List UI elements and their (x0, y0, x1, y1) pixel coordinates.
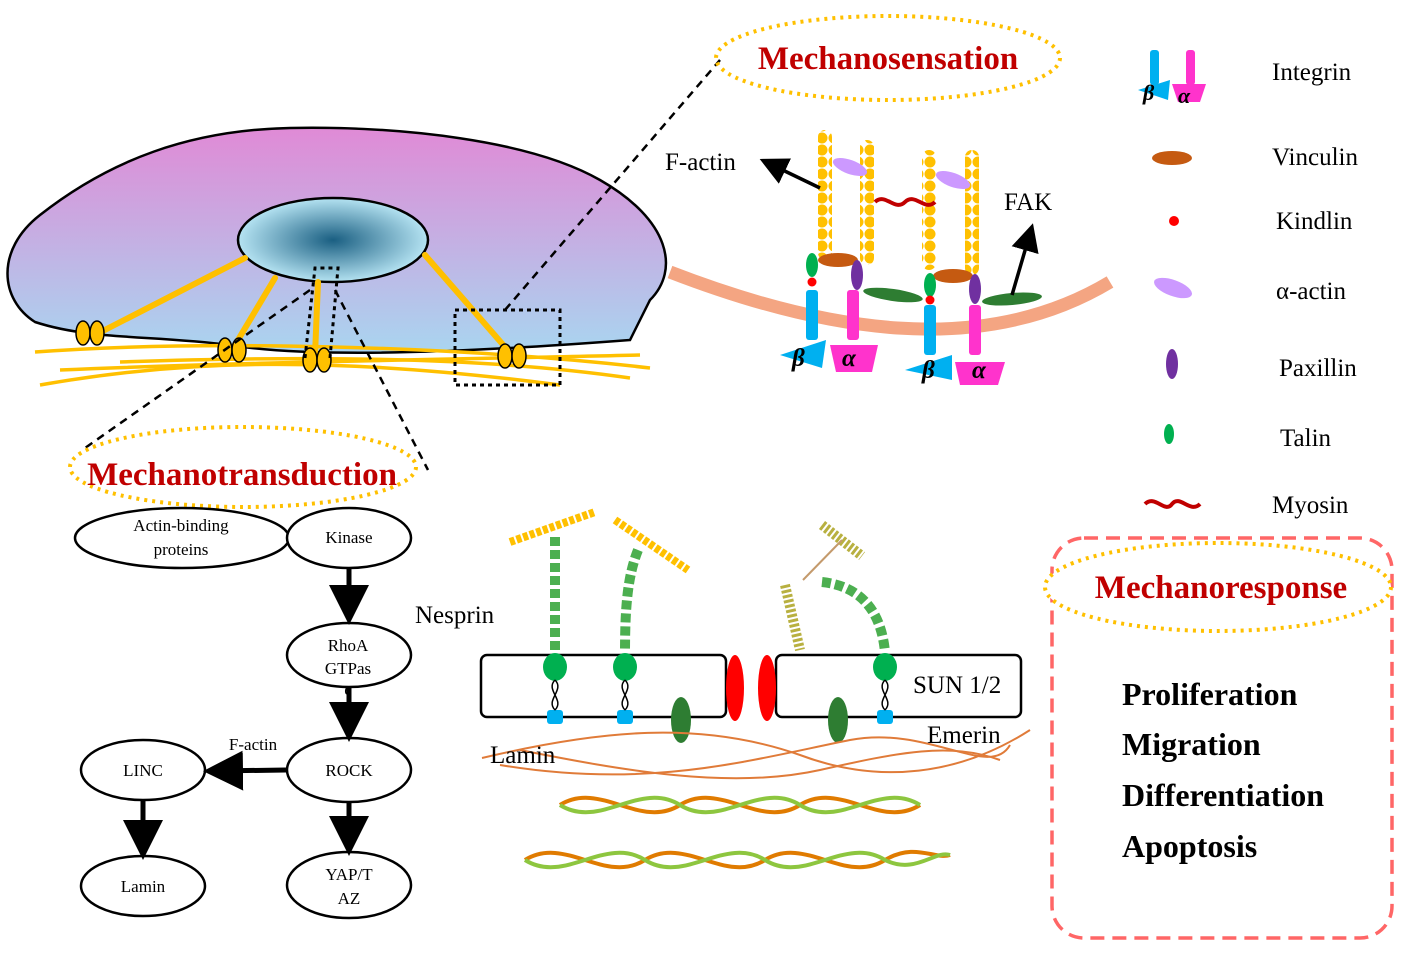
focal-adhesions (75, 320, 527, 373)
mechanoresponse-title-outline (1043, 541, 1393, 633)
fak-arrow (1010, 223, 1039, 296)
beta-label-2: β (921, 357, 935, 384)
dna-helix (523, 795, 951, 870)
factin-arrow (759, 158, 821, 190)
node-yap-taz (285, 850, 413, 920)
myosin-icon (1143, 499, 1202, 509)
paxillin-icon (1166, 349, 1178, 379)
yap-line1: YAP/T (325, 865, 373, 884)
nuclear-lamina (481, 729, 1031, 780)
alpha-actin-icon (1154, 277, 1192, 299)
talin-molecules (806, 253, 936, 297)
linc-label: LINC (123, 761, 163, 780)
legend-label-kindlin: Kindlin (1276, 208, 1353, 235)
actin-filaments (818, 130, 979, 275)
emerin-label: Emerin (927, 722, 1001, 749)
integrin-pair-left (780, 290, 878, 372)
vinculin-icon (1152, 151, 1192, 165)
actin-cables (34, 343, 651, 387)
beta-label-1: β (791, 345, 805, 372)
mechanotransduction-title: Mechanotransduction (87, 457, 397, 493)
legend-label-paxillin: Paxillin (1279, 355, 1357, 382)
linc-complex-panel: Nesprin SUN 1/2 Emerin Lamin (415, 508, 1031, 870)
legend: β α Integrin Vinculin Kindlin α-actin Pa… (1138, 50, 1358, 519)
actin-binding-line1: Actin-binding (133, 516, 229, 535)
alpha-actin-links (832, 157, 971, 190)
arrow-rock-linc (203, 750, 287, 791)
cytoskeletal-actin (508, 508, 691, 574)
factin-label: F-actin (665, 149, 736, 176)
mechanoresponse-box (1050, 536, 1394, 940)
alpha-label-2: α (972, 357, 987, 384)
legend-label-alpha-actin: α-actin (1276, 278, 1347, 305)
emerin-molecules (671, 697, 848, 743)
mechanosensation-title-outline (714, 14, 1062, 102)
legend-label-talin: Talin (1280, 425, 1332, 452)
legend-beta: β (1142, 80, 1155, 105)
kindlin-molecules (807, 277, 935, 305)
plasma-membrane (667, 265, 1114, 336)
mechanoresponse-panel: Mechanoresponse Proliferation Migration … (1043, 536, 1394, 940)
sun-proteins (547, 710, 893, 724)
response-apoptosis: Apoptosis (1122, 828, 1257, 864)
response-differentiation: Differentiation (1122, 777, 1324, 813)
cell (6, 59, 721, 471)
integrin-icon: β α (1138, 50, 1206, 108)
rhoa-line1: RhoA (328, 636, 369, 655)
nuclear-pore-left (726, 655, 744, 721)
mechanosensation-title: Mechanosensation (758, 41, 1018, 77)
kinase-label: Kinase (325, 528, 372, 547)
response-proliferation: Proliferation (1122, 676, 1298, 712)
kindlin-icon (1169, 216, 1179, 226)
paxillin-molecules (851, 260, 981, 304)
legend-alpha: α (1178, 83, 1191, 108)
cell-nucleus (236, 196, 430, 284)
myosin-motor (873, 197, 937, 207)
alpha-label-1: α (842, 345, 857, 372)
factin-edge-label: F-actin (229, 735, 278, 754)
sun-label: SUN 1/2 (913, 672, 1001, 699)
zoom-connectors (84, 59, 721, 471)
lamin-node-label: Lamin (121, 877, 166, 896)
fak-label: FAK (1004, 189, 1052, 216)
mechanosensation-panel: Mechanosensation (665, 14, 1114, 385)
nesprin-label: Nesprin (415, 602, 495, 629)
response-migration: Migration (1122, 726, 1261, 762)
rock-label: ROCK (325, 761, 373, 780)
mechanoresponse-title: Mechanoresponse (1095, 570, 1347, 606)
mechanotransduction-title-outline (68, 425, 418, 509)
legend-label-myosin: Myosin (1272, 492, 1349, 519)
stress-fibers (92, 252, 515, 358)
nuclear-pore-right (758, 655, 776, 721)
vinculin-molecules (818, 253, 973, 283)
nesprin-chains (550, 537, 890, 653)
nesprin-kash (543, 653, 897, 681)
integrin-pair-right (905, 305, 1005, 385)
rhoa-line2: GTPas (325, 659, 371, 678)
fak-molecules (863, 287, 1042, 306)
legend-label-integrin: Integrin (1272, 59, 1352, 86)
yap-line2: AZ (338, 889, 361, 908)
talin-icon (1164, 424, 1174, 444)
zoom-box-adhesion (453, 308, 562, 387)
plectin-link (802, 539, 843, 581)
actin-binding-line2: proteins (154, 540, 209, 559)
legend-label-vinculin: Vinculin (1272, 144, 1358, 171)
nuclear-membrane-left (479, 653, 728, 719)
lamin-label: Lamin (490, 742, 556, 769)
mechanotransduction-panel: Mechanotransduction Actin-binding protei… (68, 425, 418, 920)
